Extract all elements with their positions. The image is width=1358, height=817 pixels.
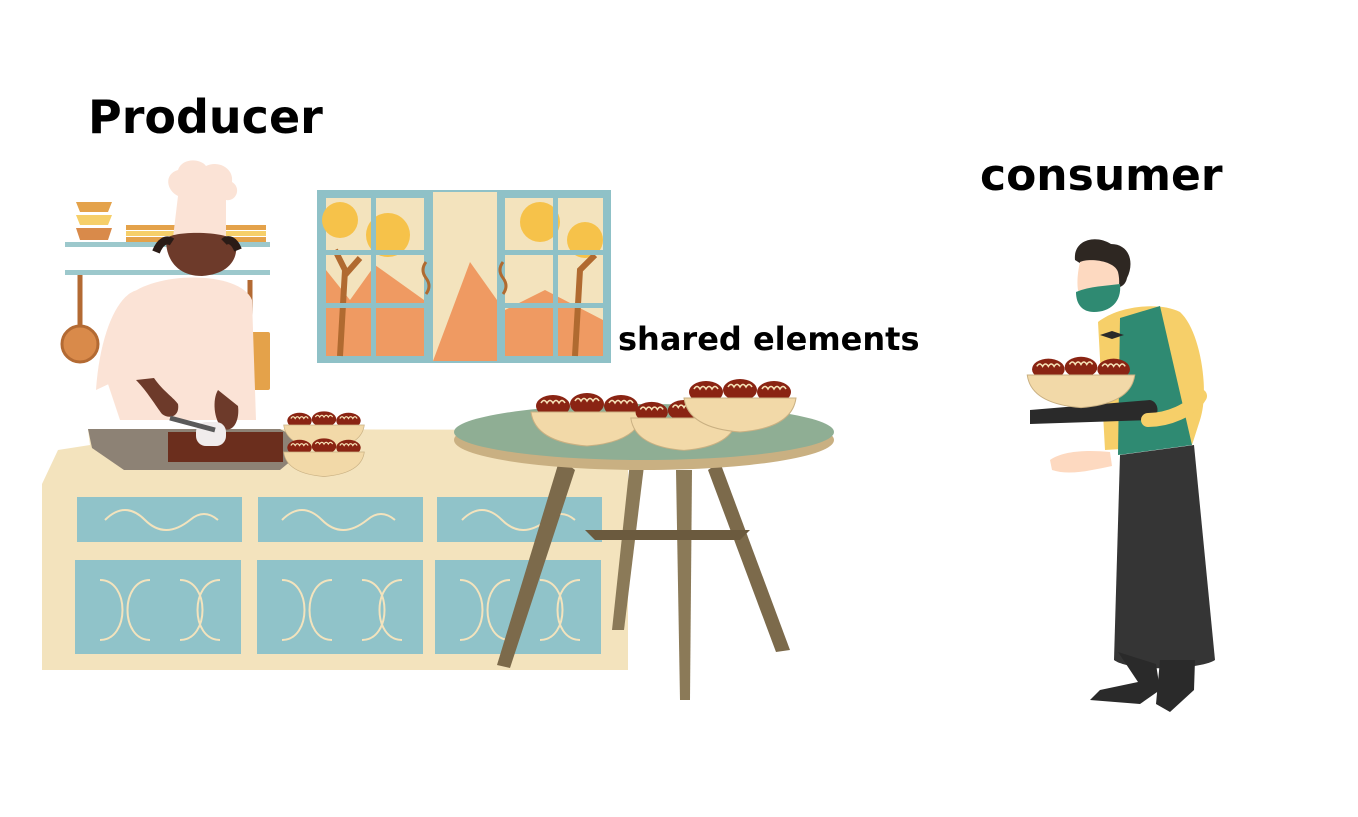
kitchen-counter-icon [42,429,628,670]
shared-elements-label: shared elements [618,320,920,358]
window-icon [317,190,611,363]
producer-label: Producer [88,90,323,144]
consumer-label: consumer [980,150,1223,201]
chef-icon [96,160,256,446]
frying-pan-icon [60,275,100,364]
waiter-icon [1027,239,1215,712]
takoyaki-bowl-icon [284,411,365,476]
